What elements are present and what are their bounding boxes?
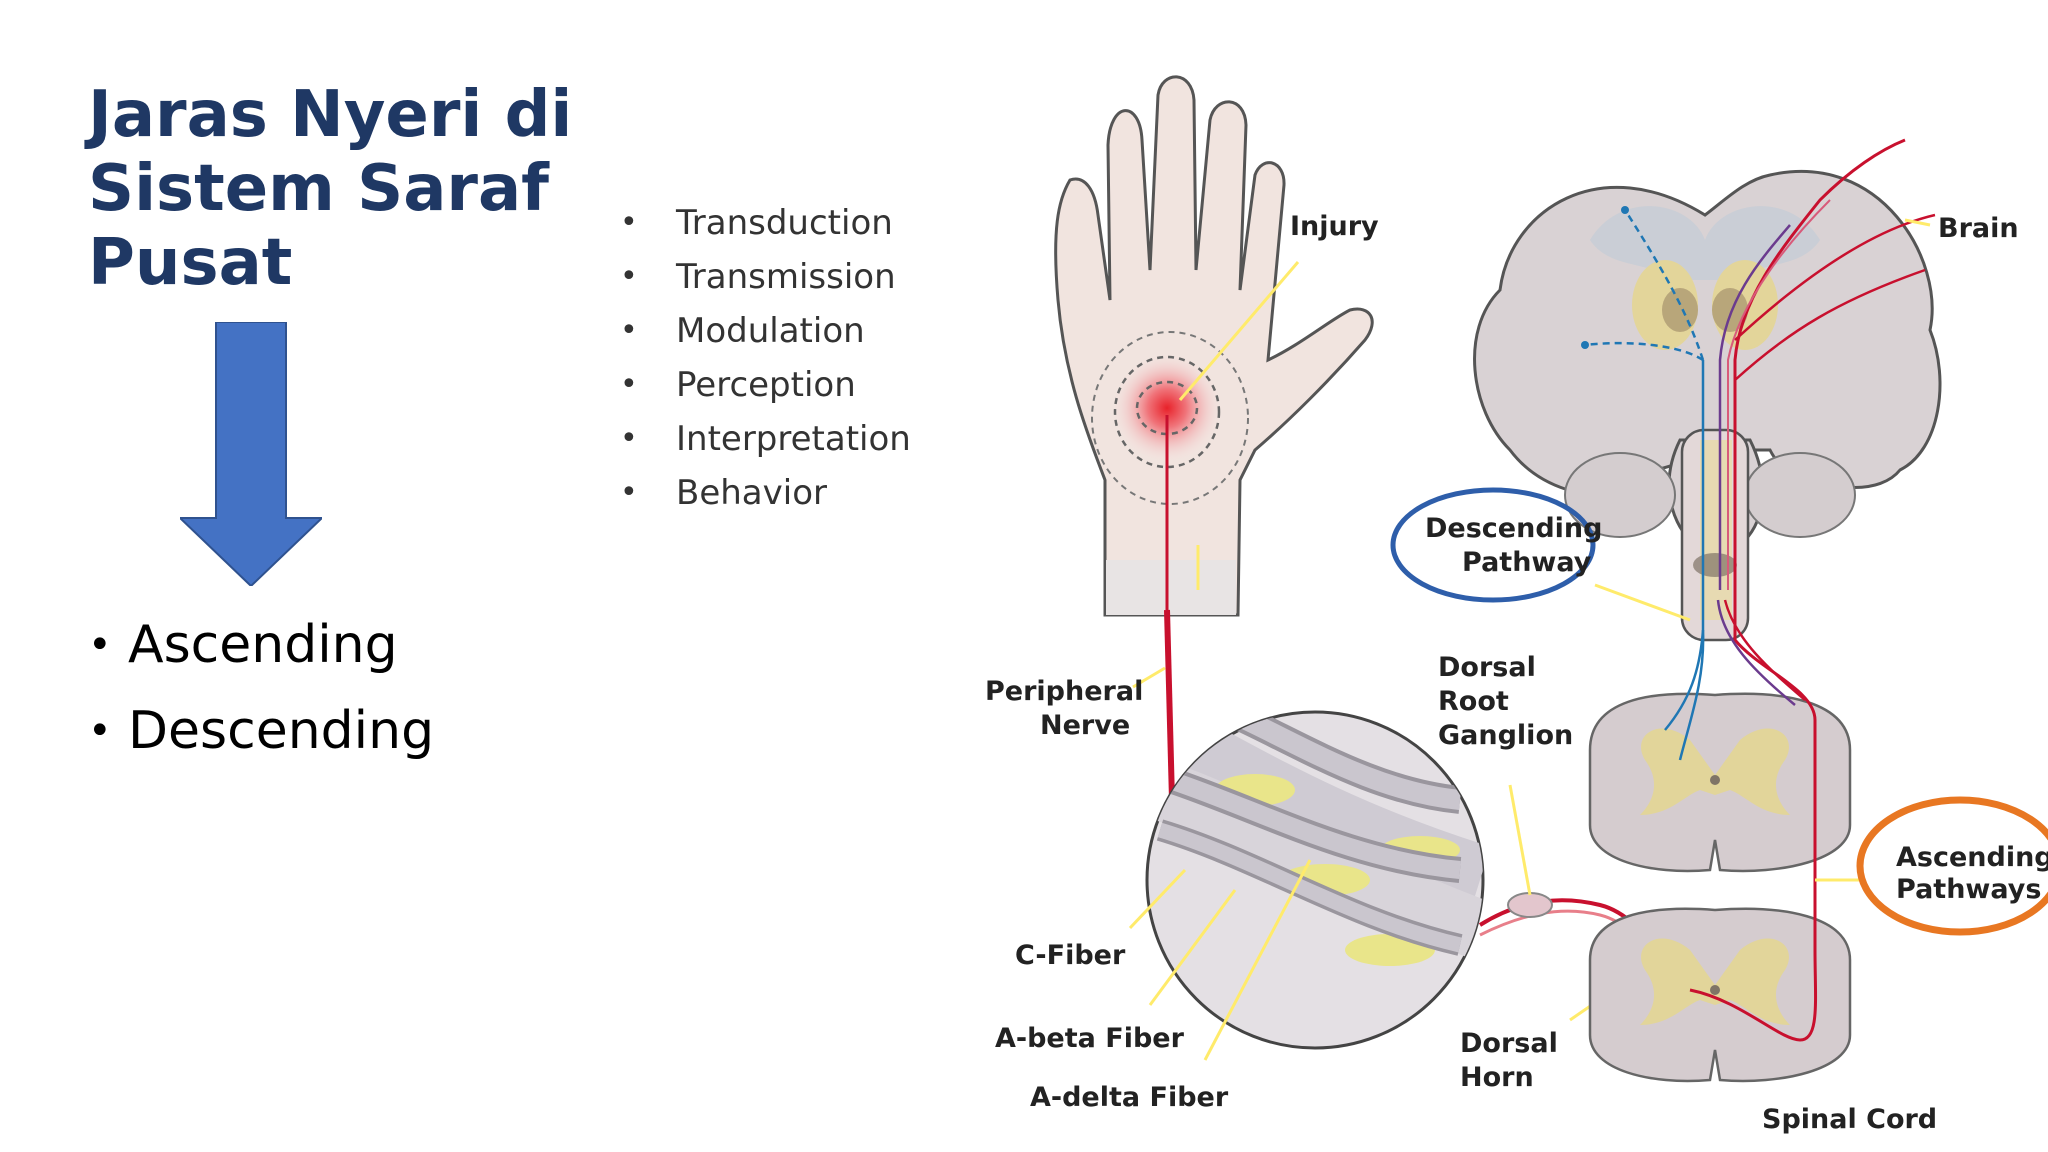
hand-illustration xyxy=(1054,75,1374,617)
label-drg-1: Dorsal xyxy=(1438,652,1536,683)
label-descending-2: Pathway xyxy=(1462,547,1592,578)
label-descending-1: Descending xyxy=(1425,513,1602,544)
stage-behavior: Behavior xyxy=(620,468,911,522)
label-injury: Injury xyxy=(1290,211,1379,242)
descending-pathway-lines xyxy=(1581,206,1705,761)
spinal-cord-lower xyxy=(1588,907,1852,1083)
pathway-list: Ascending Descending xyxy=(88,608,434,780)
stage-modulation: Modulation xyxy=(620,306,911,360)
label-dorsal-horn-2: Horn xyxy=(1460,1062,1534,1093)
label-a-delta-fiber: A-delta Fiber xyxy=(1030,1082,1229,1113)
label-peripheral-1: Peripheral xyxy=(985,676,1143,707)
brain-illustration xyxy=(1473,169,1942,642)
label-ascending-1: Ascending xyxy=(1896,842,2048,873)
slide-title: Jaras Nyeri di Sistem Saraf Pusat xyxy=(88,78,573,300)
pain-pathway-diagram: Injury Brain Descending Pathway Peripher… xyxy=(985,75,2048,1135)
stage-transmission: Transmission xyxy=(620,252,911,306)
down-arrow-icon xyxy=(180,322,322,586)
label-spinal-cord: Spinal Cord xyxy=(1762,1104,1937,1135)
label-brain: Brain xyxy=(1938,213,2019,244)
bullet-descending: Descending xyxy=(88,694,434,780)
stage-interpretation: Interpretation xyxy=(620,414,911,468)
stage-transduction: Transduction xyxy=(620,198,911,252)
bullet-ascending: Ascending xyxy=(88,608,434,694)
descending-highlight-circle xyxy=(1390,487,1596,603)
pain-stage-list: Transduction Transmission Modulation Per… xyxy=(620,198,911,522)
stage-perception: Perception xyxy=(620,360,911,414)
nerve-magnification xyxy=(1128,710,1485,1061)
spinal-cord-upper xyxy=(1588,692,1852,873)
label-dorsal-horn-1: Dorsal xyxy=(1460,1028,1558,1059)
label-a-beta-fiber: A-beta Fiber xyxy=(995,1023,1185,1054)
ascending-highlight-circle xyxy=(1856,796,2048,936)
label-drg-3: Ganglion xyxy=(1438,720,1573,751)
label-ascending-2: Pathways xyxy=(1896,874,2041,905)
label-drg-2: Root xyxy=(1438,686,1509,717)
label-peripheral-2: Nerve xyxy=(1040,710,1130,741)
label-c-fiber: C-Fiber xyxy=(1015,940,1126,971)
